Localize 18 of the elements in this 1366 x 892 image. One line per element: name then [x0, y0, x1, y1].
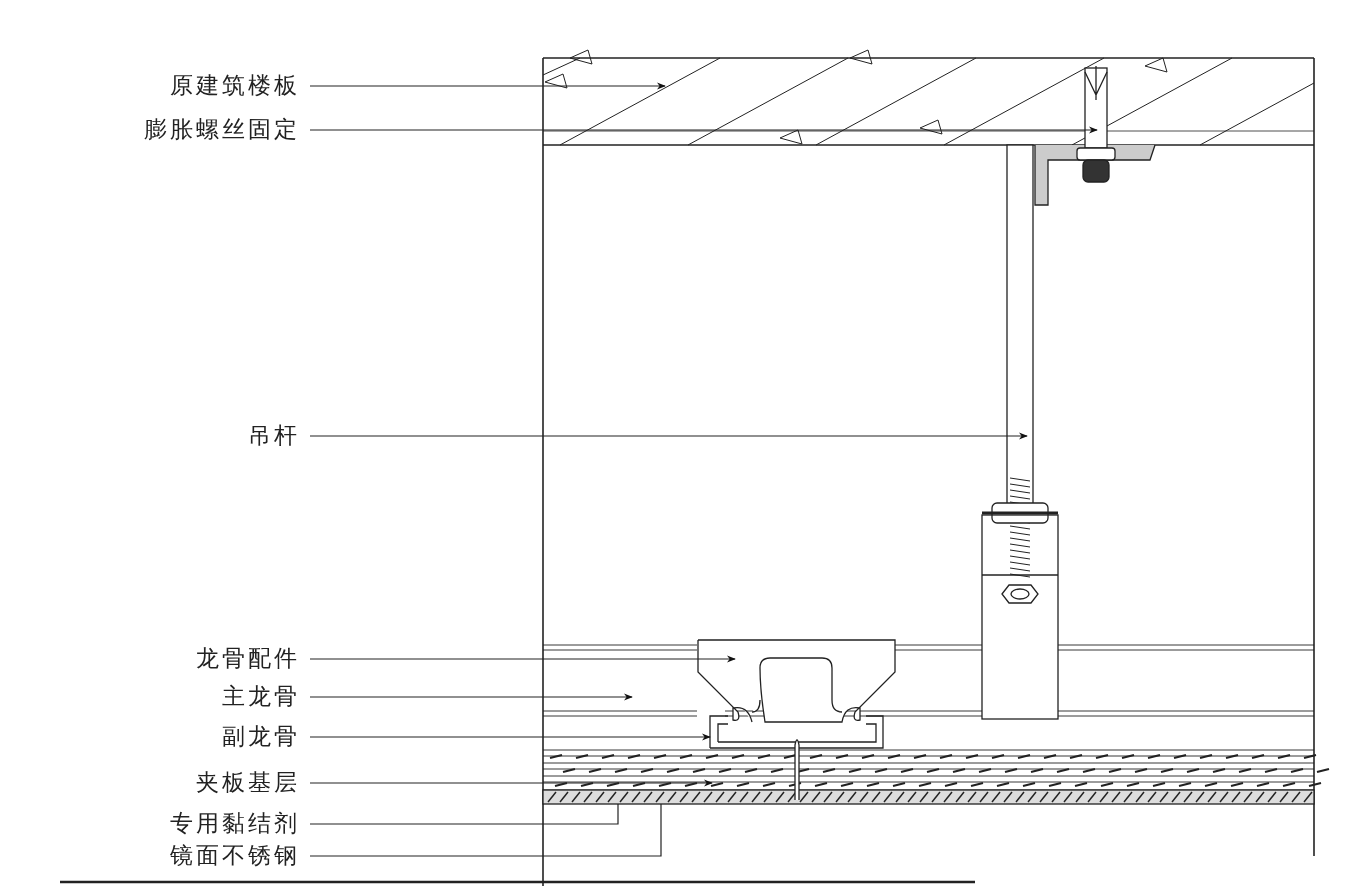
part-label: 主龙骨: [222, 682, 300, 710]
part-label: 副龙骨: [222, 722, 300, 750]
part-label: 吊杆: [248, 421, 300, 449]
leader-line: [309, 779, 713, 787]
leader-line: [309, 655, 736, 663]
part-label: 原建筑楼板: [170, 71, 300, 99]
leader-line: [309, 82, 666, 90]
part-label: 专用黏结剂: [170, 809, 300, 837]
leader-line: [309, 126, 1098, 134]
part-label: 夹板基层: [196, 768, 300, 796]
leader-line: [309, 803, 662, 857]
leader-line: [309, 693, 633, 701]
leader-line: [309, 432, 1028, 440]
leader-line: [309, 803, 619, 825]
part-label: 膨胀螺丝固定: [144, 115, 300, 143]
part-label: 龙骨配件: [196, 644, 300, 672]
part-label: 镜面不锈钢: [170, 841, 300, 869]
leader-line: [309, 733, 711, 741]
